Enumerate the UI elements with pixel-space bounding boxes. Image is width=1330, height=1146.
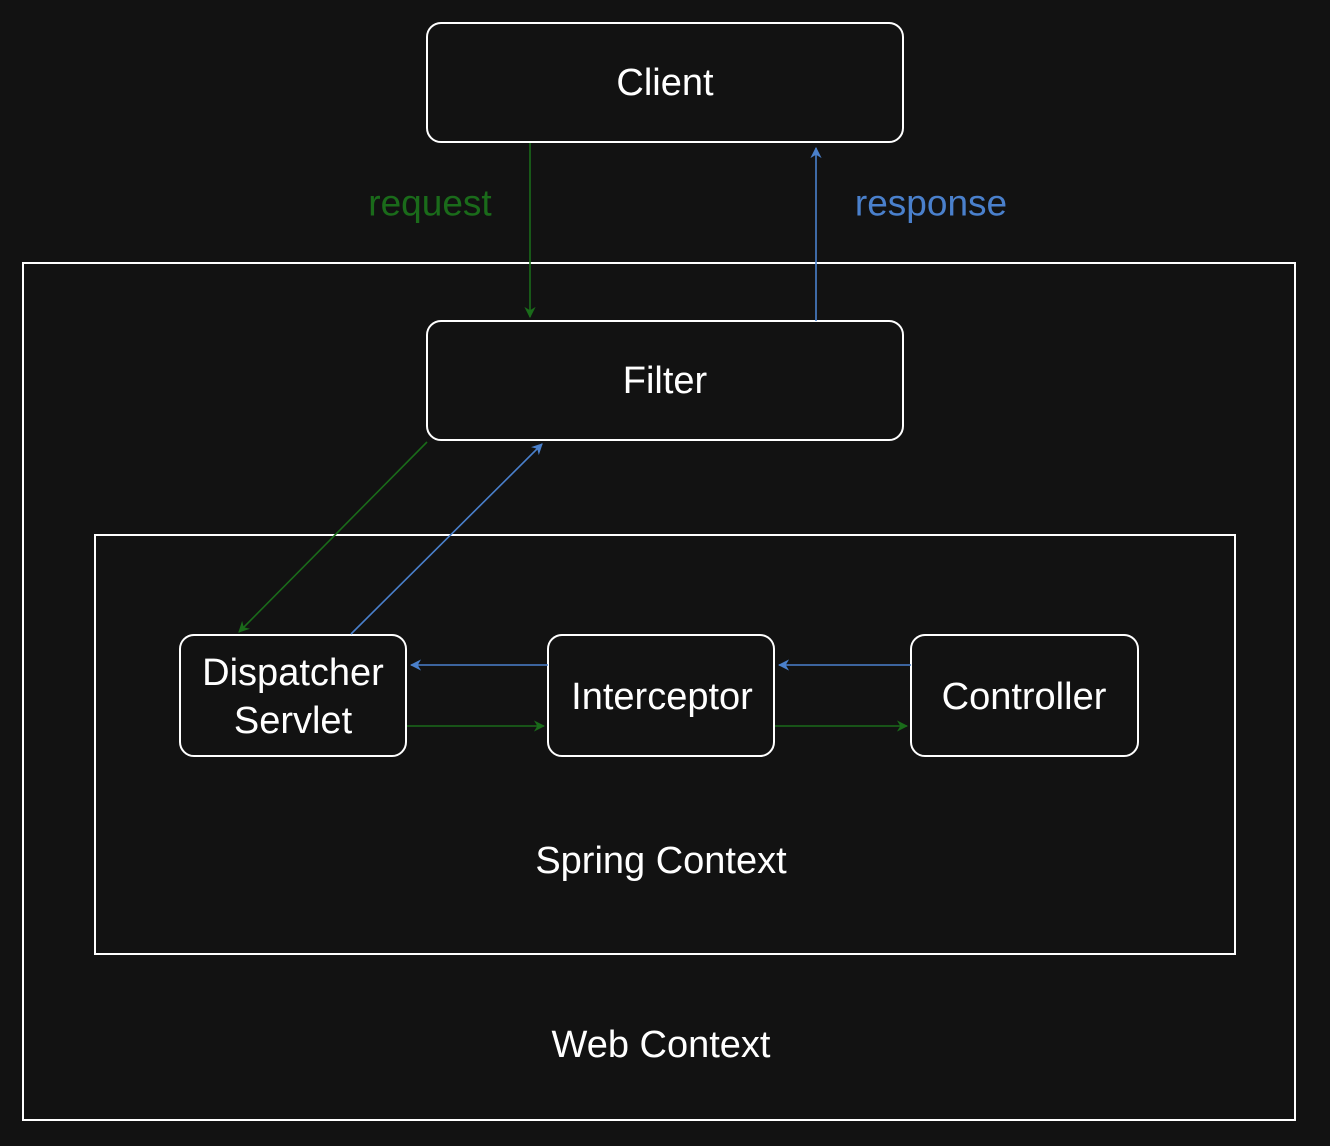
client-node[interactable]: Client bbox=[426, 22, 904, 143]
dispatcher-label-line1: Dispatcher bbox=[202, 652, 384, 694]
controller-label: Controller bbox=[942, 676, 1107, 718]
spring-context-container: Spring Context bbox=[94, 534, 1236, 955]
interceptor-node[interactable]: Interceptor bbox=[547, 634, 775, 757]
filter-node[interactable]: Filter bbox=[426, 320, 904, 441]
dispatcher-servlet-node[interactable]: Dispatcher Servlet bbox=[179, 634, 407, 757]
filter-label: Filter bbox=[623, 360, 708, 402]
dispatcher-label-line2: Servlet bbox=[234, 700, 353, 742]
web-context-label: Web Context bbox=[552, 1024, 771, 1066]
request-label: request bbox=[368, 183, 492, 224]
spring-context-label: Spring Context bbox=[535, 840, 787, 882]
controller-node[interactable]: Controller bbox=[910, 634, 1139, 757]
request-edge-filter-to-dispatcher bbox=[238, 441, 428, 633]
web-context-container: Web Context bbox=[22, 262, 1296, 1121]
response-edge-dispatcher-to-filter bbox=[350, 443, 543, 635]
client-label: Client bbox=[616, 62, 714, 104]
interceptor-label: Interceptor bbox=[571, 676, 753, 718]
response-label: response bbox=[855, 183, 1007, 224]
